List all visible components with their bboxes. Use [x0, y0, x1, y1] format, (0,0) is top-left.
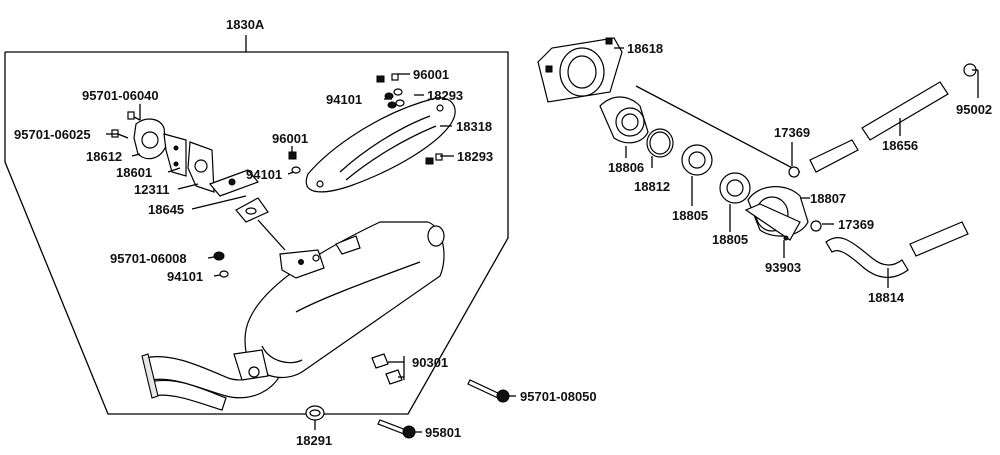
small-hardware	[111, 73, 443, 278]
leader-lines	[106, 47, 979, 433]
label-18293-mid[interactable]: 18293	[457, 149, 493, 164]
label-94101-mid[interactable]: 94101	[246, 167, 282, 182]
assembly-frame	[4, 35, 509, 415]
loose-parts	[305, 353, 510, 439]
label-17369-upper[interactable]: 17369	[774, 125, 810, 140]
label-18814[interactable]: 18814	[868, 290, 905, 305]
label-18645[interactable]: 18645	[148, 202, 184, 217]
label-17369-lower[interactable]: 17369	[838, 217, 874, 232]
label-18291[interactable]: 18291	[296, 433, 332, 448]
label-95801[interactable]: 95801	[425, 425, 461, 440]
label-95701-06008[interactable]: 95701-06008	[110, 251, 187, 266]
label-96001-mid[interactable]: 96001	[272, 131, 308, 146]
secondary-air-parts	[537, 37, 977, 278]
label-18805-upper[interactable]: 18805	[672, 208, 708, 223]
label-94101-top[interactable]: 94101	[326, 92, 362, 107]
label-18812[interactable]: 18812	[634, 179, 670, 194]
label-18293-top[interactable]: 18293	[427, 88, 463, 103]
label-95701-08050[interactable]: 95701-08050	[520, 389, 597, 404]
label-96001-top[interactable]: 96001	[413, 67, 449, 82]
label-18612[interactable]: 18612	[86, 149, 122, 164]
label-94101-low[interactable]: 94101	[167, 269, 203, 284]
label-1830A[interactable]: 1830A	[226, 17, 265, 32]
label-93903[interactable]: 93903	[765, 260, 801, 275]
label-18806[interactable]: 18806	[608, 160, 644, 175]
label-90301[interactable]: 90301	[412, 355, 448, 370]
label-18807[interactable]: 18807	[810, 191, 846, 206]
label-18318[interactable]: 18318	[456, 119, 492, 134]
label-18656[interactable]: 18656	[882, 138, 918, 153]
muffler-assembly	[141, 219, 445, 411]
label-18805-lower[interactable]: 18805	[712, 232, 748, 247]
label-95701-06025[interactable]: 95701-06025	[14, 127, 91, 142]
valve-group	[133, 118, 269, 223]
label-18618[interactable]: 18618	[627, 41, 663, 56]
label-12311[interactable]: 12311	[134, 182, 169, 197]
label-18601[interactable]: 18601	[116, 165, 152, 180]
heat-shield	[305, 97, 456, 193]
label-95701-06040[interactable]: 95701-06040	[82, 88, 159, 103]
label-95002[interactable]: 95002	[956, 102, 992, 117]
